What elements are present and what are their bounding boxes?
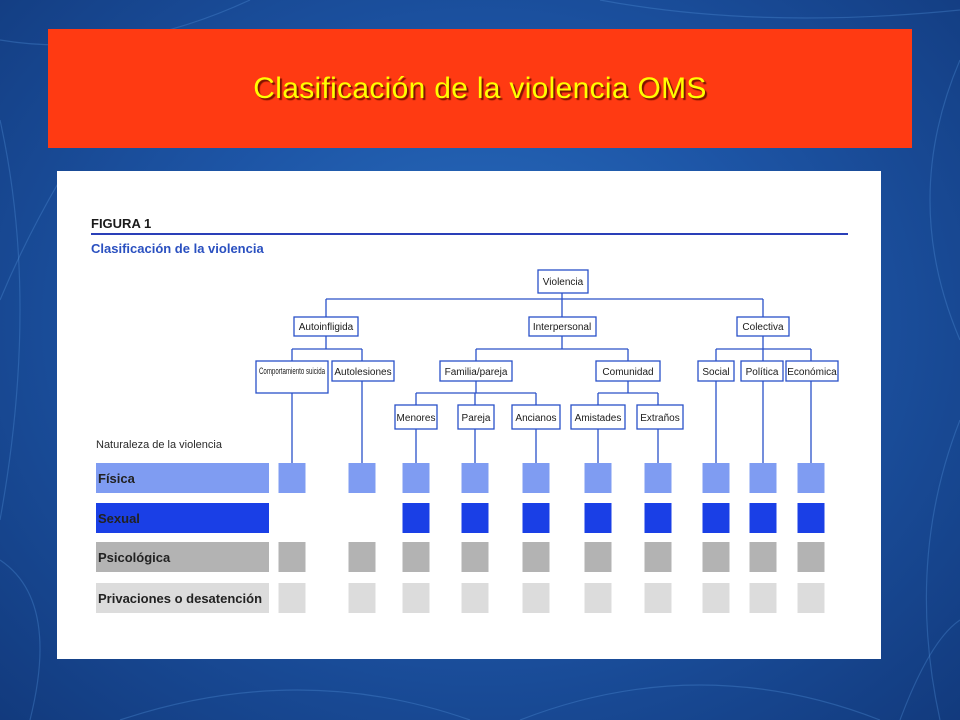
nature-cell [644, 542, 672, 572]
svg-text:Comportamiento suicida: Comportamiento suicida [259, 366, 325, 376]
node-autoinfligida: Autoinfligida [293, 316, 359, 337]
nature-cell [348, 463, 376, 493]
node-interpersonal: Interpersonal [528, 316, 597, 337]
svg-text:Ancianos: Ancianos [515, 413, 556, 424]
nature-cell [348, 542, 376, 572]
svg-text:Interpersonal: Interpersonal [533, 322, 591, 333]
figure-panel: FIGURA 1 Clasificación de la violencia [57, 171, 881, 659]
node-ancianos: Ancianos [511, 404, 561, 430]
node-social: Social [697, 360, 735, 382]
node-autolesiones: Autolesiones [331, 360, 395, 382]
node-menores: Menores [394, 404, 438, 430]
svg-text:Violencia: Violencia [543, 277, 584, 288]
svg-text:Amistades: Amistades [575, 413, 622, 424]
nature-cell [749, 583, 777, 613]
nature-cell [644, 583, 672, 613]
node-economica: Económica [785, 360, 839, 382]
node-colectiva: Colectiva [736, 316, 790, 337]
nature-cell [402, 583, 430, 613]
node-politica: Política [740, 360, 784, 382]
nature-heading: Naturaleza de la violencia [96, 439, 223, 451]
nature-cell [584, 463, 612, 493]
violence-classification-diagram: FIGURA 1 Clasificación de la violencia [91, 216, 848, 613]
node-comportamiento-suicida: Comportamiento suicida [255, 360, 329, 394]
nature-cell [522, 503, 550, 533]
node-extranos: Extraños [636, 404, 684, 430]
nature-cell [461, 583, 489, 613]
svg-text:Familia/pareja: Familia/pareja [445, 367, 508, 378]
nature-cell [702, 503, 730, 533]
nature-label-band [96, 542, 269, 572]
nature-label: Privaciones o desatención [98, 591, 262, 606]
nature-cell [461, 542, 489, 572]
figure-label: FIGURA 1 [91, 216, 151, 231]
svg-text:Económica: Económica [787, 367, 837, 378]
node-comunidad: Comunidad [595, 360, 661, 382]
nature-cell [522, 542, 550, 572]
nature-cell [749, 503, 777, 533]
tree-connectors [291, 293, 812, 463]
nature-label: Física [98, 471, 136, 486]
nature-cell [402, 542, 430, 572]
node-pareja: Pareja [457, 404, 495, 430]
svg-text:Menores: Menores [397, 413, 436, 424]
nature-cell [797, 542, 825, 572]
nature-cell [522, 583, 550, 613]
title-bar: Clasificación de la violencia OMS [48, 29, 912, 148]
nature-cell [584, 583, 612, 613]
svg-text:Social: Social [702, 367, 729, 378]
nature-cell [522, 463, 550, 493]
nature-cell [749, 463, 777, 493]
nature-cell [461, 463, 489, 493]
slide-title: Clasificación de la violencia OMS [253, 71, 707, 105]
nature-cell [584, 542, 612, 572]
nature-cell [584, 503, 612, 533]
nature-label-band [96, 463, 269, 493]
nature-label: Sexual [98, 511, 140, 526]
nature-cell [702, 463, 730, 493]
nature-cell [461, 503, 489, 533]
node-familia-pareja: Familia/pareja [439, 360, 513, 382]
nature-cell [797, 463, 825, 493]
svg-text:Comunidad: Comunidad [602, 367, 653, 378]
svg-text:Política: Política [746, 367, 779, 378]
nature-cell [702, 542, 730, 572]
svg-text:Extraños: Extraños [640, 413, 679, 424]
node-violencia: Violencia [537, 269, 589, 294]
nature-cell [278, 463, 306, 493]
svg-text:Pareja: Pareja [462, 413, 491, 424]
nature-cell [348, 583, 376, 613]
nature-cell [278, 583, 306, 613]
nature-cell [749, 542, 777, 572]
node-amistades: Amistades [570, 404, 626, 430]
nature-label-band [96, 503, 269, 533]
nature-label: Psicológica [98, 550, 171, 565]
nature-cell [644, 463, 672, 493]
figure-caption: Clasificación de la violencia [91, 241, 264, 256]
nature-cell [402, 503, 430, 533]
nature-cell [402, 463, 430, 493]
nature-cell [797, 503, 825, 533]
nature-label-band [96, 583, 269, 613]
svg-text:Autolesiones: Autolesiones [334, 367, 391, 378]
nature-cell [278, 542, 306, 572]
nature-cell [702, 583, 730, 613]
svg-text:Autoinfligida: Autoinfligida [299, 322, 354, 333]
nature-cell [644, 503, 672, 533]
svg-text:Colectiva: Colectiva [742, 322, 784, 333]
nature-cell [797, 583, 825, 613]
